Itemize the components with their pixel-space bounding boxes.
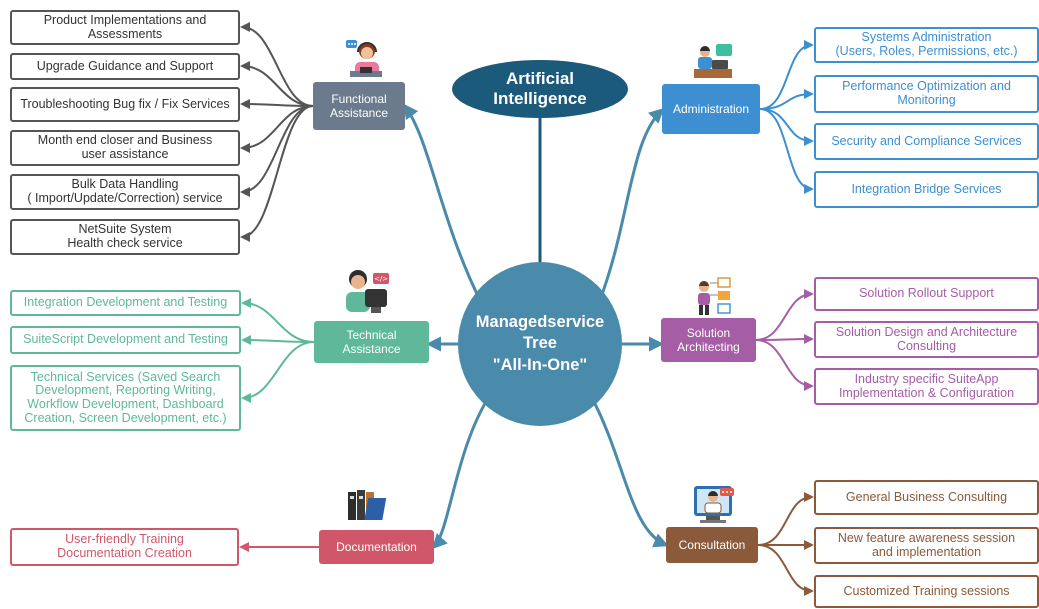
branch-documentation: Documentation <box>319 530 434 564</box>
leaf-month-end-closer: Month end closer and Business user assis… <box>10 130 240 166</box>
connector-administration-2 <box>759 108 814 146</box>
leaf-product-implementations: Product Implementations and Assessments <box>10 10 240 45</box>
connector-hub-administration <box>598 107 665 301</box>
leaf-training-documentation: User-friendly Training Documentation Cre… <box>10 528 239 566</box>
leaf-solution-design: Solution Design and Architecture Consult… <box>814 321 1039 358</box>
support-agent-icon <box>346 40 382 77</box>
connector-administration-1 <box>759 89 814 110</box>
leaf-upgrade-guidance: Upgrade Guidance and Support <box>10 53 240 80</box>
binders-icon <box>348 490 387 520</box>
branch-administration: Administration <box>662 84 760 134</box>
connector-solution-2 <box>755 339 814 391</box>
branch-solution-architecting: Solution Architecting <box>661 318 756 362</box>
connector-hub-consultation <box>590 397 669 548</box>
developer-icon: </> <box>346 270 389 313</box>
leaf-health-check: NetSuite System Health check service <box>10 219 240 255</box>
connector-technical-0 <box>241 298 315 343</box>
connector-hub-functional <box>403 103 482 301</box>
architect-icon <box>698 277 731 315</box>
connector-consultation-2 <box>757 544 814 596</box>
leaf-integration-development: Integration Development and Testing <box>10 290 241 316</box>
leaf-suiteapp-implementation: Industry specific SuiteApp Implementatio… <box>814 368 1039 405</box>
connector-functional-1 <box>240 61 314 107</box>
connector-consultation-0 <box>757 492 814 546</box>
connector-administration-3 <box>759 108 814 194</box>
leaf-integration-bridge: Integration Bridge Services <box>814 171 1039 208</box>
connector-technical-2 <box>241 341 315 403</box>
connector-technical-1 <box>241 335 315 346</box>
connector-functional-5 <box>240 105 314 242</box>
leaf-troubleshooting: Troubleshooting Bug fix / Fix Services <box>10 87 240 122</box>
admin-desk-icon <box>694 44 732 78</box>
branch-technical-assistance: Technical Assistance <box>314 321 429 363</box>
svg-text:</>: </> <box>374 275 388 283</box>
connector-functional-2 <box>240 99 314 110</box>
connector-functional-3 <box>240 105 314 153</box>
leaf-bulk-data-handling: Bulk Data Handling ( Import/Update/Corre… <box>10 174 240 210</box>
connector-solution-0 <box>755 289 814 341</box>
leaf-performance-optimization: Performance Optimization and Monitoring <box>814 75 1039 113</box>
leaf-feature-awareness: New feature awareness session and implem… <box>814 527 1039 564</box>
connector-solution-1 <box>755 334 814 345</box>
branch-functional-assistance: Functional Assistance <box>313 82 405 130</box>
leaf-systems-administration: Systems Administration (Users, Roles, Pe… <box>814 27 1039 63</box>
connector-functional-4 <box>240 105 314 197</box>
connector-functional-0 <box>240 22 314 107</box>
center-hub: Managedservice Tree "All-In-One" <box>458 262 622 426</box>
video-consult-icon <box>694 486 734 523</box>
leaf-technical-services: Technical Services (Saved Search Develop… <box>10 365 241 431</box>
branch-consultation: Consultation <box>666 527 758 563</box>
connector-hub-documentation <box>431 394 492 550</box>
leaf-security-compliance: Security and Compliance Services <box>814 123 1039 160</box>
leaf-suitescript-development: SuiteScript Development and Testing <box>10 326 241 354</box>
connector-administration-0 <box>759 40 814 110</box>
leaf-solution-rollout: Solution Rollout Support <box>814 277 1039 311</box>
leaf-general-business-consulting: General Business Consulting <box>814 480 1039 515</box>
ai-node: Artificial Intelligence <box>452 60 628 118</box>
leaf-customized-training: Customized Training sessions <box>814 575 1039 608</box>
